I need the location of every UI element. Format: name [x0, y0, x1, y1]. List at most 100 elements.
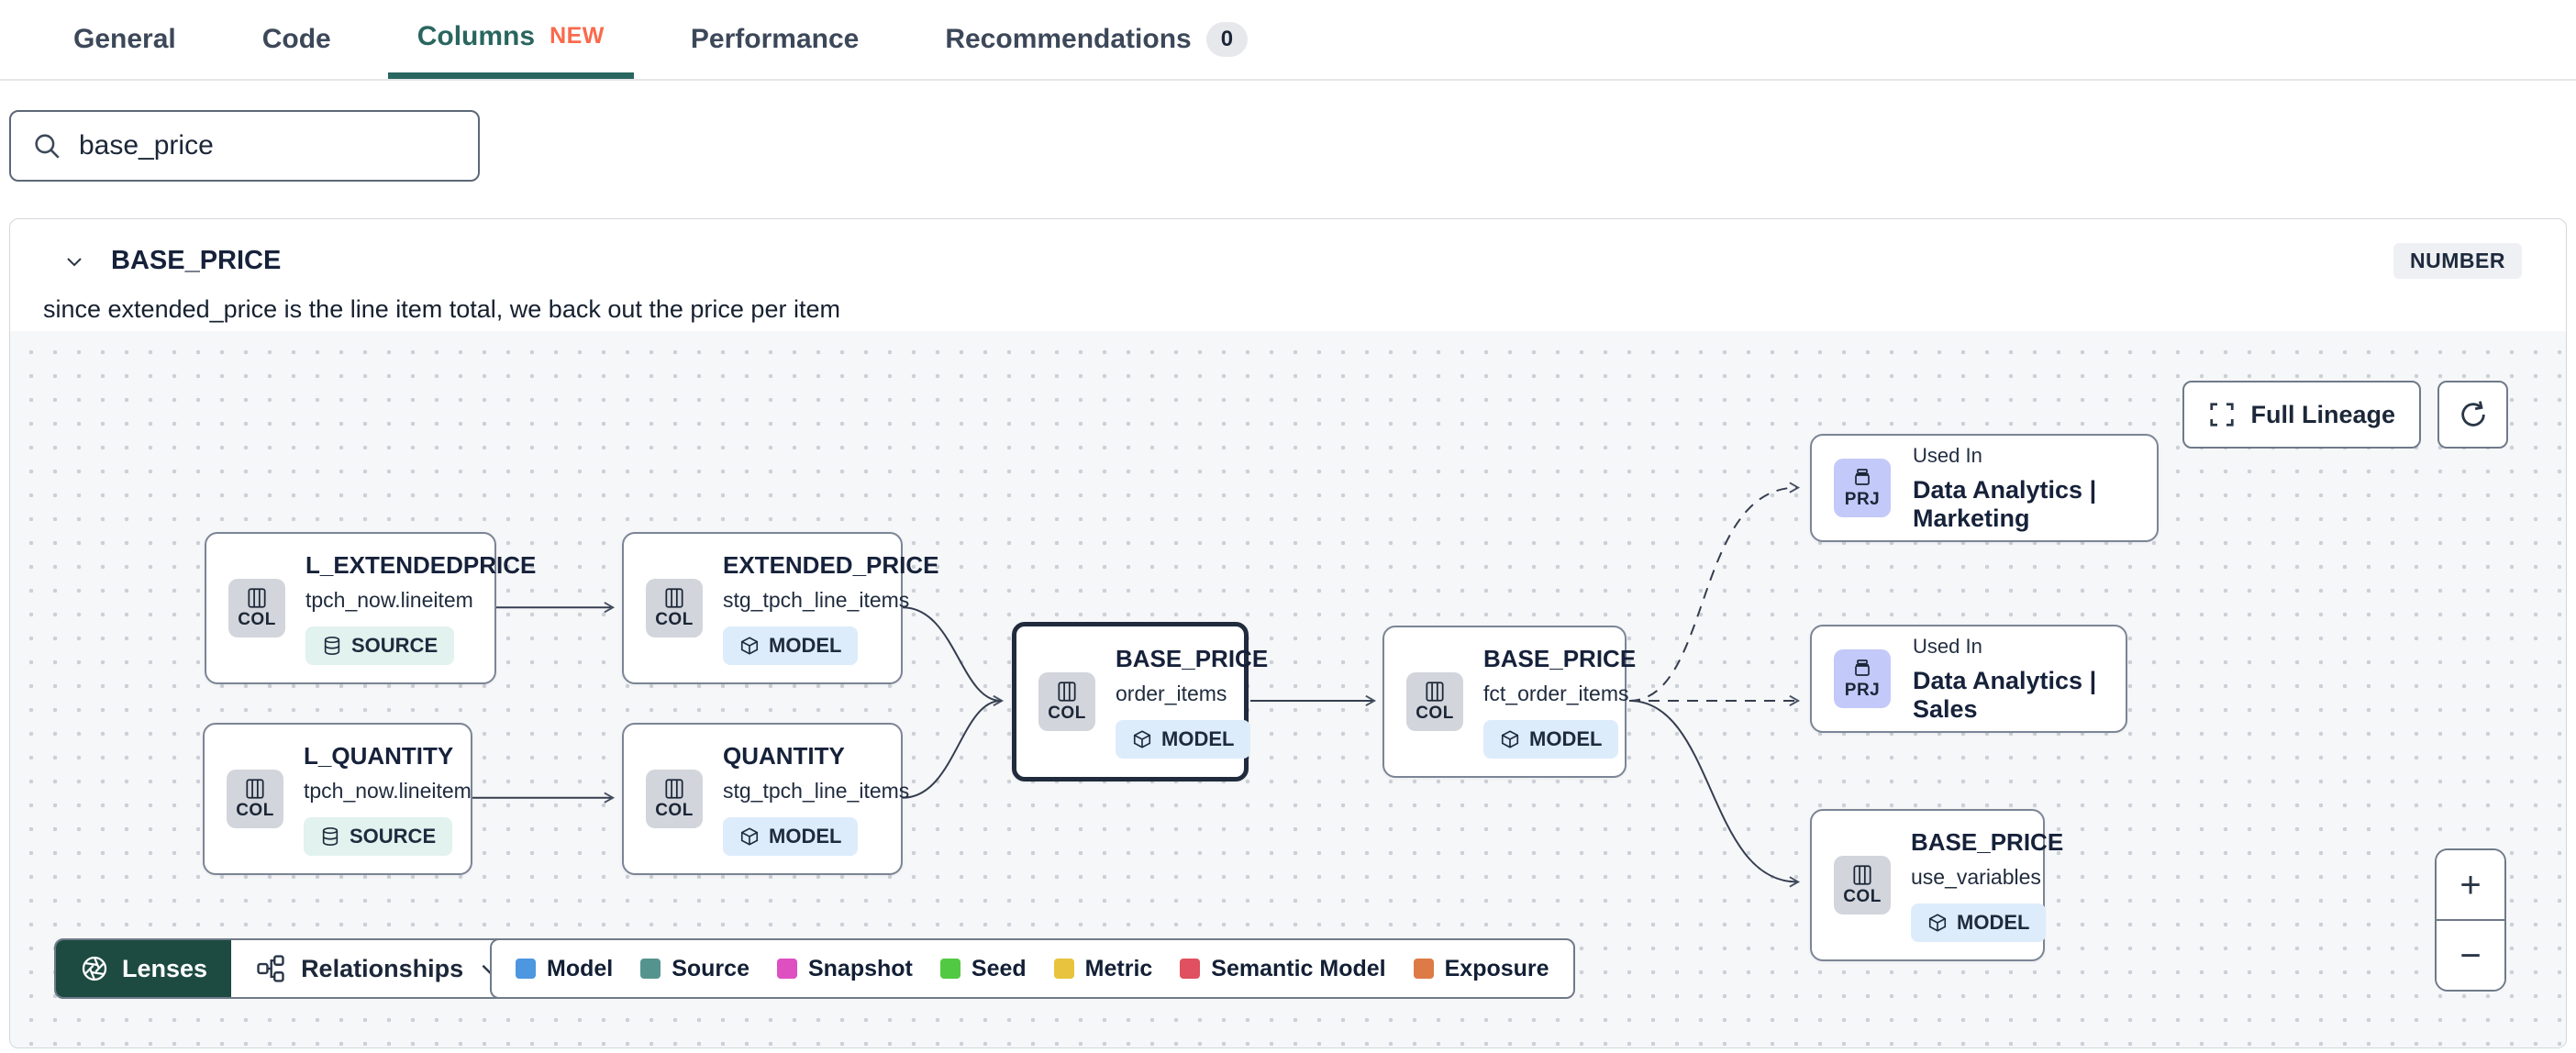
badge-label: COL — [238, 609, 276, 629]
node-subtitle: order_items — [1116, 682, 1227, 705]
badge-label: COL — [655, 800, 694, 820]
column-kind-badge: COL — [227, 770, 283, 828]
node-body: Used In Data Analytics | Sales — [1913, 635, 2104, 724]
node-subtitle: use_variables — [1911, 865, 2041, 889]
resource-pill-source: SOURCE — [305, 626, 455, 665]
project-box-icon — [1855, 468, 1870, 485]
refresh-button[interactable] — [2437, 381, 2508, 449]
node-body: BASE_PRICE order_items MODEL — [1116, 645, 1268, 759]
lineage-node-extended-price[interactable]: COL EXTENDED_PRICE stg_tpch_line_items M… — [622, 532, 939, 684]
lenses-button[interactable]: Lenses — [56, 940, 232, 997]
node-title: BASE_PRICE — [1116, 645, 1269, 672]
cube-icon — [1501, 730, 1519, 748]
edge-fct-marketing — [1628, 482, 1801, 702]
project-kind-badge: PRJ — [1834, 459, 1891, 517]
used-in-label: Used In — [1913, 443, 1982, 467]
column-type-badge: NUMBER — [2393, 243, 2522, 279]
columns-icon — [1853, 864, 1871, 885]
lenses-label: Lenses — [122, 954, 208, 982]
full-lineage-label: Full Lineage — [2250, 400, 2395, 428]
search-input[interactable] — [79, 130, 458, 161]
node-title: L_QUANTITY — [304, 742, 454, 770]
badge-label: COL — [655, 609, 694, 629]
edge-fct-usevariables — [1628, 699, 1801, 888]
node-title: Data Analytics | Sales — [1913, 666, 2097, 723]
zoom-controls: + − — [2435, 848, 2506, 992]
full-lineage-button[interactable]: Full Lineage — [2182, 381, 2421, 449]
node-body: BASE_PRICE fct_order_items MODEL — [1483, 645, 1636, 759]
node-body: L_EXTENDEDPRICE tpch_now.lineitem SOURCE — [305, 551, 536, 665]
lineage-node-base-price-fct[interactable]: COL BASE_PRICE fct_order_items MODEL — [1382, 626, 1636, 778]
legend-item-exposure: Exposure — [1413, 955, 1549, 982]
tab-label: Code — [261, 24, 331, 54]
resource-label: SOURCE — [351, 634, 439, 657]
legend-swatch — [939, 959, 960, 979]
resource-legend: Model Source Snapshot Seed Metric — [490, 938, 1575, 999]
column-details-panel: BASE_PRICE NUMBER since extended_price i… — [9, 218, 2567, 1048]
legend-swatch — [640, 959, 661, 979]
columns-icon — [665, 587, 683, 608]
zoom-out-button[interactable]: − — [2437, 921, 2504, 990]
node-title: BASE_PRICE — [1483, 645, 1637, 672]
tab-label: General — [73, 24, 176, 54]
legend-item-semantic-model: Semantic Model — [1180, 956, 1386, 982]
tab-code[interactable]: Code — [233, 0, 361, 79]
badge-label: PRJ — [1844, 489, 1881, 509]
tab-label: Performance — [690, 24, 860, 54]
zoom-in-button[interactable]: + — [2437, 850, 2504, 921]
lineage-edges — [472, 482, 1801, 888]
resource-pill-model: MODEL — [1911, 903, 2047, 942]
lineage-node-base-price-selected[interactable]: COL BASE_PRICE order_items MODEL — [1012, 622, 1268, 781]
lineage-node-quantity[interactable]: COL QUANTITY stg_tpch_line_items MODEL — [622, 723, 909, 875]
node-title: EXTENDED_PRICE — [723, 551, 939, 579]
tab-recommendations[interactable]: Recommendations 0 — [916, 0, 1277, 79]
legend-swatch — [516, 959, 536, 979]
lineage-canvas[interactable]: Full Lineage COL L_EXTENDEDPRICE tpch_no… — [10, 331, 2566, 1047]
resource-label: MODEL — [769, 634, 842, 657]
new-flag: NEW — [550, 23, 605, 49]
project-kind-badge: PRJ — [1834, 649, 1891, 708]
legend-label: Metric — [1084, 955, 1153, 981]
lineage-node-l-quantity[interactable]: COL L_QUANTITY tpch_now.lineitem SOURCE — [203, 723, 472, 875]
column-kind-badge: COL — [228, 579, 285, 637]
tab-columns[interactable]: Columns NEW — [387, 0, 634, 79]
search-input-wrapper — [9, 110, 480, 182]
project-box-icon — [1855, 659, 1870, 676]
lineage-node-used-in-sales[interactable]: PRJ Used In Data Analytics | Sales — [1810, 625, 2127, 733]
node-body: BASE_PRICE use_variables MODEL — [1911, 828, 2063, 942]
node-title: L_EXTENDEDPRICE — [305, 551, 537, 579]
legend-label: Exposure — [1444, 955, 1549, 981]
columns-icon — [1426, 681, 1444, 702]
badge-label: COL — [236, 800, 274, 820]
resource-label: MODEL — [769, 825, 842, 848]
lineage-node-l-extendedprice[interactable]: COL L_EXTENDEDPRICE tpch_now.lineitem SO… — [205, 532, 536, 684]
lineage-node-used-in-marketing[interactable]: PRJ Used In Data Analytics | Marketing — [1810, 434, 2159, 542]
badge-label: COL — [1048, 703, 1086, 723]
expand-icon — [2210, 403, 2235, 427]
lineage-node-base-price-use-variables[interactable]: COL BASE_PRICE use_variables MODEL — [1810, 809, 2063, 961]
legend-item-snapshot: Snapshot — [776, 956, 913, 982]
legend-swatch — [776, 959, 797, 979]
node-title: QUANTITY — [723, 742, 845, 770]
tab-general[interactable]: General — [44, 0, 205, 79]
edge-quantity-baseprice — [902, 699, 1002, 799]
column-kind-badge: COL — [1834, 856, 1891, 914]
resource-pill-model: MODEL — [723, 626, 859, 665]
used-in-label: Used In — [1913, 634, 1982, 658]
relationships-label: Relationships — [301, 954, 464, 982]
tab-performance[interactable]: Performance — [661, 0, 888, 79]
cube-icon — [740, 827, 759, 846]
node-title: Data Analytics | Marketing — [1913, 475, 2097, 532]
collapse-chevron-icon[interactable] — [63, 250, 85, 272]
node-subtitle: stg_tpch_line_items — [723, 779, 910, 803]
relationships-dropdown[interactable]: Relationships — [231, 940, 527, 997]
resource-pill-model: MODEL — [1116, 720, 1251, 759]
resource-pill-model: MODEL — [1483, 720, 1619, 759]
badge-label: PRJ — [1844, 680, 1881, 700]
search-icon — [35, 134, 60, 159]
columns-icon — [1058, 681, 1076, 702]
node-subtitle: stg_tpch_line_items — [723, 588, 910, 612]
lens-control-group: Lenses Relationships — [54, 938, 528, 999]
tab-label: Recommendations — [945, 24, 1192, 54]
